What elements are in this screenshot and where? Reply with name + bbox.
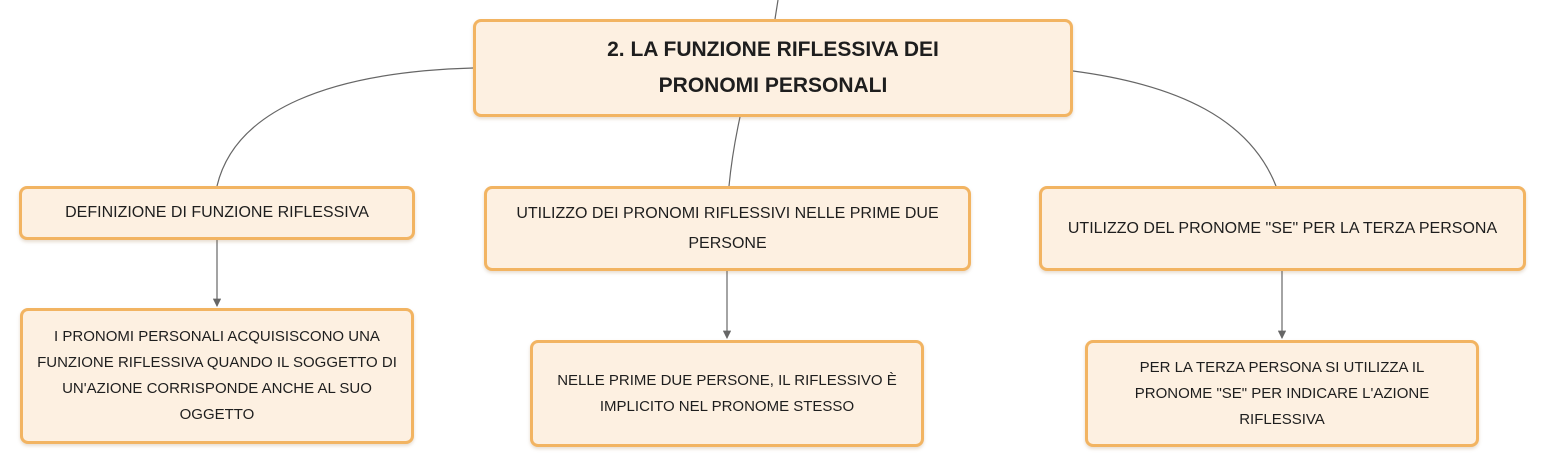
- subtopic-label: PER LA TERZA PERSONA SI UTILIZZA IL PRON…: [1134, 358, 1430, 428]
- topic-definizione-funzione-riflessiva[interactable]: DEFINIZIONE DI FUNZIONE RIFLESSIVA: [19, 186, 415, 240]
- subtopic-definizione-detail[interactable]: I PRONOMI PERSONALI ACQUISISCONO UNA FUN…: [20, 308, 414, 444]
- subtopic-label: NELLE PRIME DUE PERSONE, IL RIFLESSIVO È…: [557, 371, 897, 415]
- topic-label: DEFINIZIONE DI FUNZIONE RIFLESSIVA: [65, 204, 369, 221]
- topic-pronome-se-terza-persona[interactable]: UTILIZZO DEL PRONOME "SE" PER LA TERZA P…: [1039, 186, 1526, 271]
- subtopic-terza-persona-detail[interactable]: PER LA TERZA PERSONA SI UTILIZZA IL PRON…: [1085, 340, 1479, 447]
- connector-root-to-definizione: [216, 67, 474, 187]
- root-topic-node[interactable]: 2. LA FUNZIONE RIFLESSIVA DEI PRONOMI PE…: [473, 19, 1073, 117]
- topic-label: UTILIZZO DEL PRONOME "SE" PER LA TERZA P…: [1067, 219, 1498, 237]
- topic-label: UTILIZZO DEI PRONOMI RIFLESSIVI NELLE PR…: [516, 204, 939, 252]
- connector-root-to-terza-persona: [1072, 70, 1277, 187]
- subtopic-label: I PRONOMI PERSONALI ACQUISISCONO UNA FUN…: [37, 328, 397, 423]
- subtopic-prime-persone-detail[interactable]: NELLE PRIME DUE PERSONE, IL RIFLESSIVO È…: [530, 340, 924, 447]
- root-topic-label: 2. LA FUNZIONE RIFLESSIVA DEI PRONOMI PE…: [607, 38, 939, 97]
- parent-connector: [774, 0, 779, 20]
- connector-root-to-prime-persone: [728, 116, 741, 187]
- topic-pronomi-riflessivi-prime-persone[interactable]: UTILIZZO DEI PRONOMI RIFLESSIVI NELLE PR…: [484, 186, 971, 271]
